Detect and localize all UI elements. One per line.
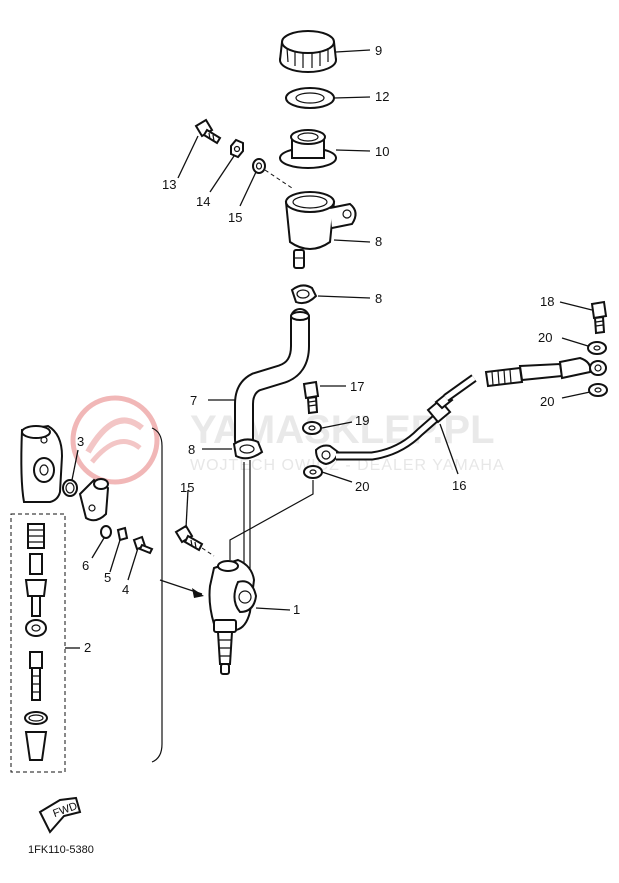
cylinder-body: [20, 424, 64, 503]
callout-4: 4: [122, 582, 129, 597]
small-parts-4-5-6: [100, 525, 154, 555]
brake-hose: [314, 356, 607, 466]
diaphragm-plate: [285, 87, 335, 109]
hose-joint: [78, 478, 110, 522]
callout-17: 16: [452, 478, 466, 493]
callout-3: 3: [77, 434, 84, 449]
nut-14: [230, 138, 244, 159]
callout-1: 1: [293, 602, 300, 617]
copper-washer-20b: [303, 465, 323, 479]
callout-10: 9: [375, 43, 382, 58]
o-ring-3: [62, 479, 78, 497]
bolt-13: [194, 118, 222, 145]
callout-8-top: 8: [375, 291, 382, 306]
master-cylinder: [208, 558, 258, 675]
assembly-line: [264, 169, 293, 189]
yamaha-logo-watermark: [70, 395, 160, 485]
assembly-bracket: [151, 427, 163, 763]
callout-15: 15: [228, 210, 242, 225]
hose-clamp-lower: [232, 438, 264, 460]
banjo-bolt-16: [174, 524, 204, 552]
callout-13: 13: [162, 177, 176, 192]
fwd-arrow-icon: FWD: [38, 796, 82, 834]
reservoir-hose: [234, 308, 310, 450]
copper-washer-20a: [302, 421, 322, 435]
callout-12: 12: [375, 89, 389, 104]
callout-6: 6: [82, 558, 89, 573]
washer-15: [252, 158, 266, 174]
callout-20a: 19: [355, 413, 369, 428]
reservoir-cap: [279, 30, 337, 73]
callout-20c: 20: [538, 330, 552, 345]
callout-18: 17: [350, 379, 364, 394]
callout-19: 18: [540, 294, 554, 309]
callout-20d: 20: [540, 394, 554, 409]
hose-clamp-top: [290, 284, 318, 305]
arrow-head: [192, 588, 204, 598]
copper-washer-20d: [588, 383, 608, 397]
guide-line: [229, 480, 314, 560]
callout-9: 8: [375, 234, 382, 249]
callout-5: 5: [104, 570, 111, 585]
callout-2: 2: [84, 640, 91, 655]
diagram-part-code: 1FK110-5380: [28, 844, 94, 856]
assembly-line: [201, 547, 215, 557]
copper-washer-20c: [587, 341, 607, 355]
callout-16: 15: [180, 480, 194, 495]
callout-8-lower: 8: [188, 442, 195, 457]
callout-20b: 20: [355, 479, 369, 494]
reservoir-tank: [284, 191, 357, 269]
callout-7: 7: [190, 393, 197, 408]
callout-11: 10: [375, 144, 389, 159]
union-bolt-18: [302, 380, 320, 415]
watermark-subtitle: WOJTECH OWICZ - DEALER YAMAHA: [190, 457, 505, 474]
diaphragm: [279, 129, 337, 169]
callout-14: 14: [196, 194, 210, 209]
repair-kit-parts: [24, 523, 48, 761]
union-bolt-19: [590, 300, 608, 335]
repair-kit-box: [10, 513, 66, 773]
leader-lines: [71, 49, 593, 611]
